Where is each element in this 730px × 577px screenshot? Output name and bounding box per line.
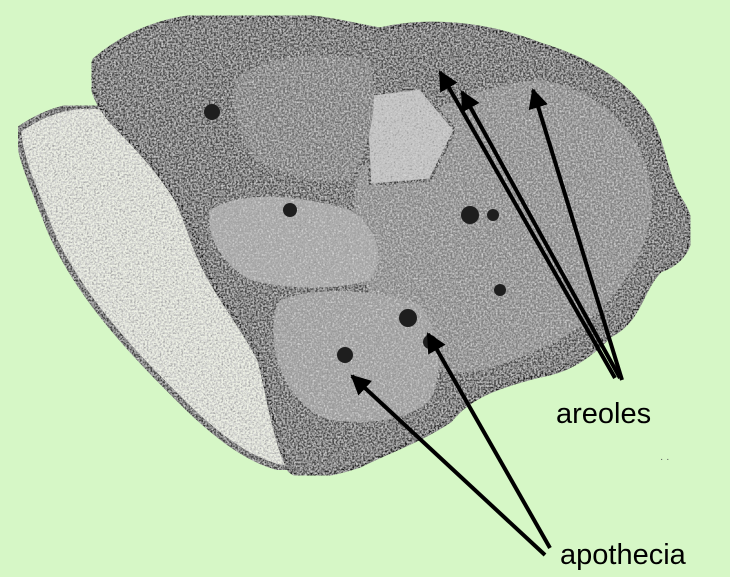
apothecium [399,309,417,327]
areoles-label: areoles [556,400,651,429]
stray-mark: · · [660,454,669,465]
apothecium [337,347,353,363]
apothecium [494,284,506,296]
apothecium [283,203,297,217]
apothecium [461,206,479,224]
apothecia-label: apothecia [560,541,686,570]
apothecium [487,209,499,221]
apothecium [204,104,220,120]
